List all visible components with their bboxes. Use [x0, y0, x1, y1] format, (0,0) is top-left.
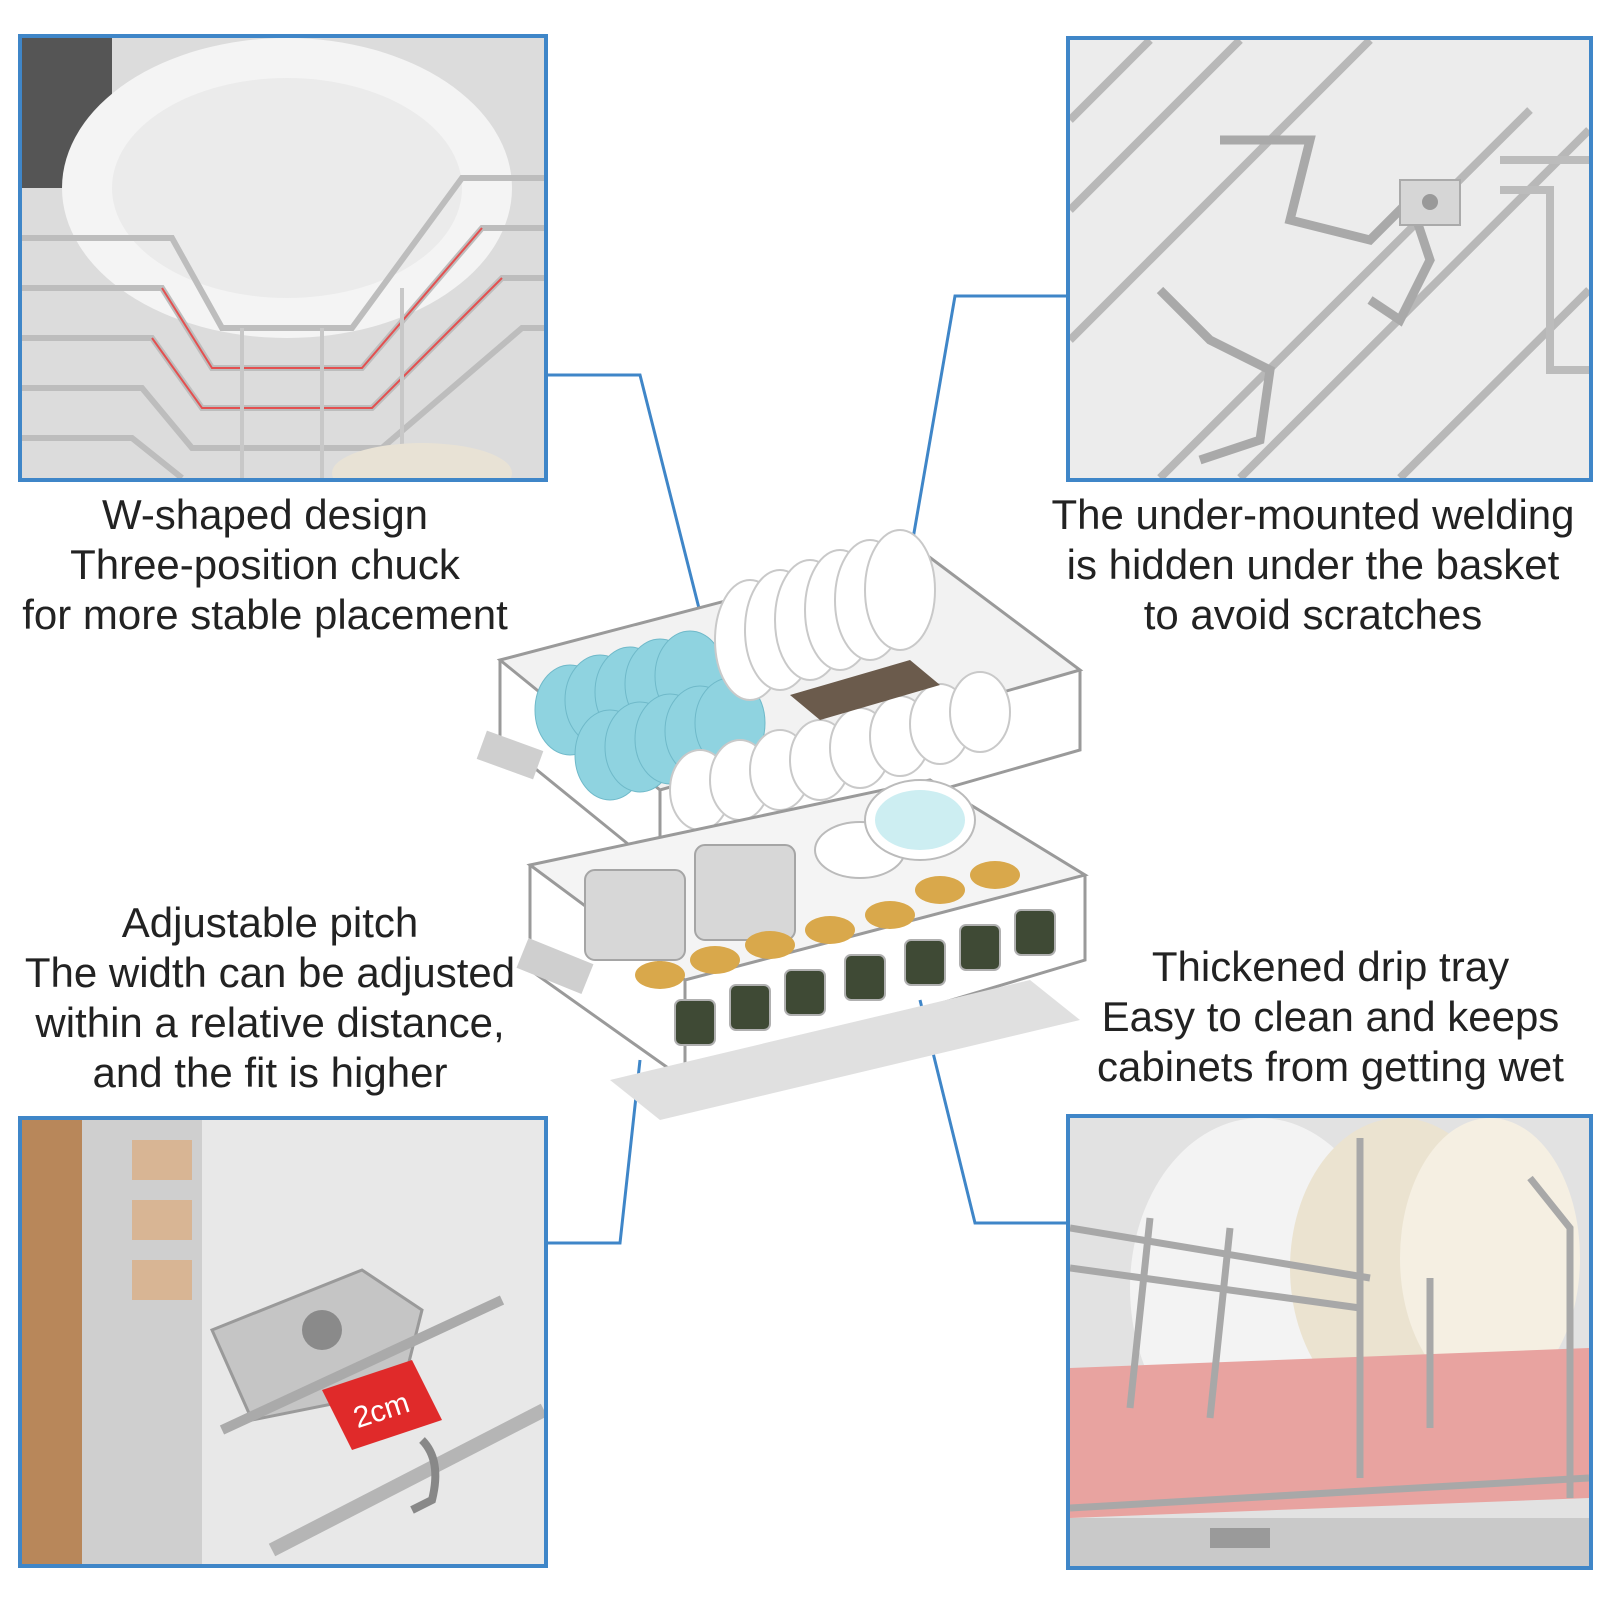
upper-basket [476, 529, 1084, 872]
detail-panel-welding [1066, 36, 1593, 482]
caption-line: Thickened drip tray [1151, 943, 1510, 990]
caption-line: cabinets from getting wet [1097, 1043, 1564, 1090]
drip-tray-image [1070, 1118, 1589, 1566]
w-shaped-rack-image [22, 38, 544, 478]
caption-line: is hidden under the basket [1066, 541, 1560, 588]
pull-out-basket-product-image [476, 529, 1089, 1120]
caption-line: W-shaped design [101, 491, 429, 538]
caption-drip-tray: Thickened drip tray Easy to clean and ke… [1060, 942, 1601, 1092]
adjustable-pitch-image: 2cm [22, 1120, 544, 1564]
under-mounted-welding-image [1070, 40, 1589, 478]
connector-pitch [543, 1059, 642, 1245]
caption-line: for more stable placement [22, 591, 508, 638]
detail-panel-w-shaped [18, 34, 548, 482]
caption-pitch: Adjustable pitch The width can be adjust… [0, 898, 540, 1098]
connector-drip-tray [918, 999, 1069, 1225]
detail-panel-drip-tray [1066, 1114, 1593, 1570]
caption-line: The width can be adjusted [24, 949, 516, 996]
caption-line: The under-mounted welding [1051, 491, 1575, 538]
caption-welding: The under-mounted welding is hidden unde… [1025, 490, 1601, 640]
caption-line: Three-position chuck [70, 541, 460, 588]
lower-basket [516, 778, 1089, 1120]
caption-line: Easy to clean and keeps [1101, 993, 1560, 1040]
connector-w-shaped [543, 373, 709, 641]
detail-panel-pitch: 2cm [18, 1116, 548, 1568]
caption-line: and the fit is higher [92, 1049, 448, 1096]
caption-line: within a relative distance, [35, 999, 505, 1046]
caption-line: to avoid scratches [1143, 591, 1483, 638]
caption-w-shaped: W-shaped design Three-position chuck for… [0, 490, 530, 640]
caption-line: Adjustable pitch [121, 899, 419, 946]
